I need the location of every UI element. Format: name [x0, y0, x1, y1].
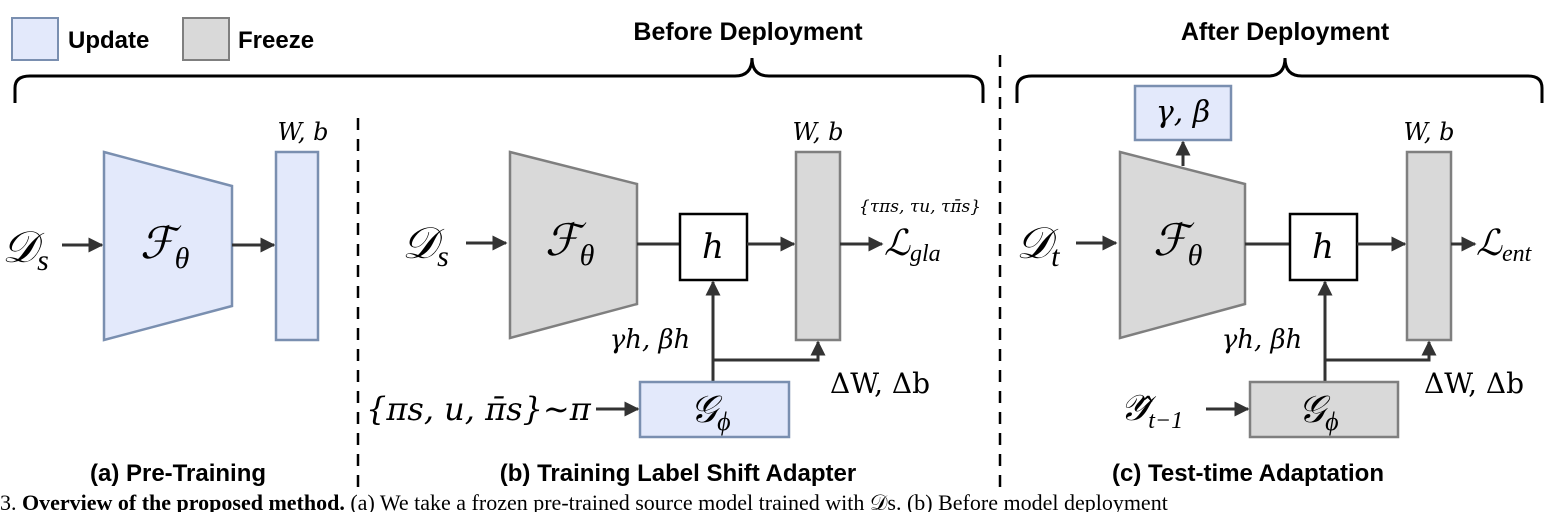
panel-a-classifier-block [274, 150, 320, 342]
panel-b-classifier-block [794, 150, 842, 342]
panel-b-encoder-block [508, 150, 639, 340]
after-deployment-brace [1015, 57, 1544, 103]
panel-b-classifier-label: W, b [792, 118, 843, 146]
after-deployment-heading: After Deployment [1181, 18, 1390, 46]
panel-c-input-label: 𝒟t [1016, 219, 1060, 273]
panel-c-loss-label: ℒent [1476, 223, 1533, 267]
before-deployment-heading: Before Deployment [633, 18, 863, 46]
panel-b-gamma-beta-label: γh, βh [610, 325, 691, 355]
legend-update-label: Update [68, 27, 149, 54]
panel-b-h-block [678, 212, 749, 282]
panel-b-generator-block [638, 380, 791, 439]
panel-b-prior-label: {πs, u, π̄s}∼π [366, 390, 592, 428]
panel-b-delta-label: ΔW, Δb [830, 367, 930, 400]
panel-c-title: (c) Test-time Adaptation [1112, 460, 1384, 487]
panel-b-loss-label: ℒgla [884, 223, 941, 267]
panel-c-gamma-beta-label: γh, βh [1222, 325, 1303, 355]
figure-caption: 3. Overview of the proposed method. (a) … [0, 492, 1554, 512]
legend-freeze-label: Freeze [238, 27, 314, 54]
panel-c-generator-block [1248, 380, 1400, 439]
panel-c-encoder-block [1118, 150, 1247, 340]
panel-a-input-label: 𝒟s [2, 223, 49, 277]
legend-update-swatch [11, 17, 59, 61]
caption-bold: Overview of the proposed method. [22, 492, 345, 512]
before-deployment-brace [13, 57, 985, 103]
panel-b-input-label: 𝒟s [402, 219, 449, 273]
panel-a-encoder-block [102, 150, 234, 342]
panel-c-bn-params-block [1133, 84, 1233, 142]
panel-c-h-label: h [1312, 227, 1334, 267]
legend-freeze-swatch [182, 17, 230, 61]
panel-b-h-label: h [702, 227, 724, 267]
panel-c-h-block [1288, 212, 1359, 282]
panel-c-bn-params-label: γ, β [1156, 95, 1210, 130]
panel-a-title: (a) Pre-Training [90, 460, 266, 487]
panel-c-prior-label: 𝒴̂t−1 [1120, 388, 1183, 434]
panel-b-generator-to-classifier [713, 340, 826, 362]
panel-c-delta-label: ΔW, Δb [1424, 367, 1524, 400]
panel-c-classifier-block [1405, 150, 1453, 342]
panel-c-generator-to-classifier [1325, 340, 1437, 362]
panel-b-temperature-label: {τπs, τu, τπ̄s} [859, 197, 981, 217]
panel-b-title: (b) Training Label Shift Adapter [500, 460, 856, 487]
panel-a-classifier-label: W, b [277, 118, 328, 146]
panel-c-classifier-label: W, b [1403, 118, 1454, 146]
